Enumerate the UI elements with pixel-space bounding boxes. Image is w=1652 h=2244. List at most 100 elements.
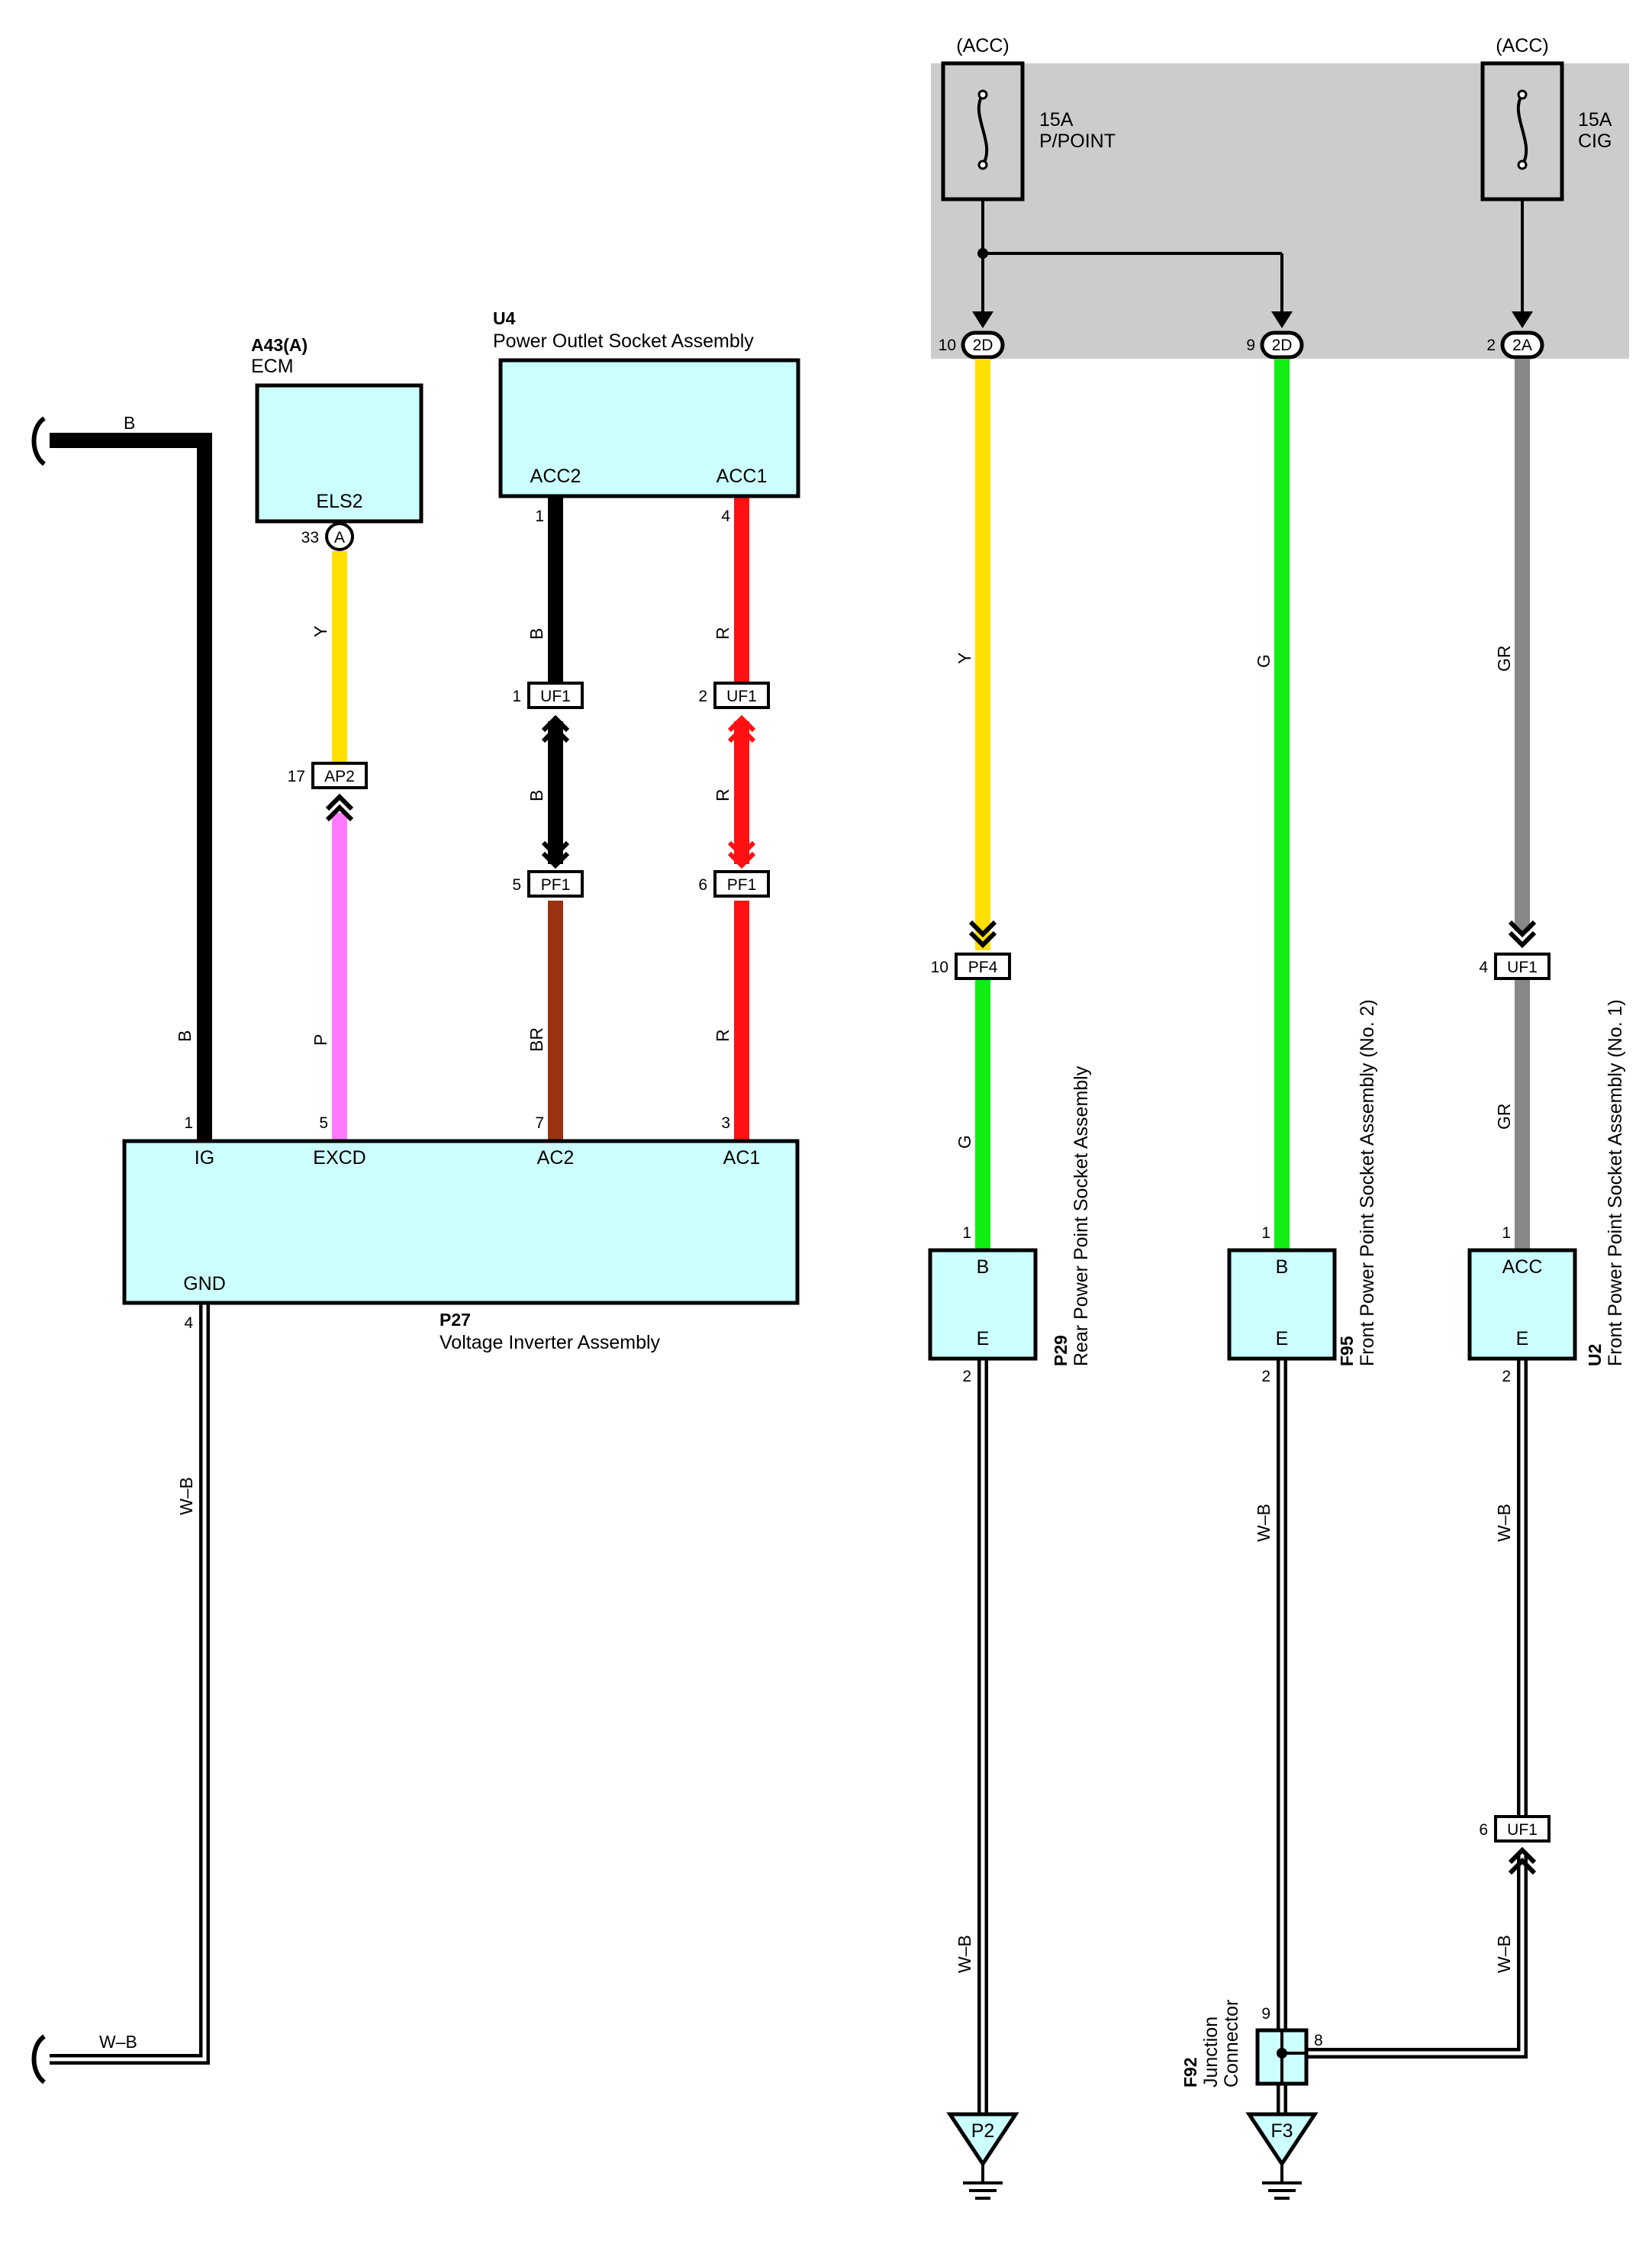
svg-text:R: R: [713, 627, 733, 640]
svg-text:E: E: [977, 1328, 990, 1349]
f95-code: F95: [1337, 1336, 1357, 1366]
p27-term-ig: IG: [195, 1147, 214, 1169]
svg-text:1: 1: [1502, 1224, 1511, 1242]
svg-text:W–B: W–B: [176, 1477, 196, 1515]
svg-text:ACC: ACC: [1502, 1256, 1543, 1278]
p27-name: Voltage Inverter Assembly: [440, 1332, 661, 1353]
u4-term-acc2: ACC2: [530, 466, 581, 487]
p29-code: P29: [1051, 1335, 1071, 1366]
p27-term-ac1: AC1: [723, 1147, 761, 1169]
wire-gnd-wb: W–B W–B: [31, 1304, 210, 2084]
svg-text:PF4: PF4: [968, 959, 998, 976]
svg-text:1: 1: [184, 1114, 193, 1132]
svg-text:G: G: [1254, 654, 1274, 668]
svg-text:P2: P2: [971, 2120, 995, 2142]
svg-text:B: B: [175, 1030, 195, 1042]
svg-text:8: 8: [1314, 2032, 1323, 2049]
svg-text:B: B: [1276, 1256, 1289, 1278]
conn-uf1-1: UF1 1: [512, 682, 584, 743]
conn-pf1-5: PF1 5: [512, 840, 584, 898]
svg-text:9: 9: [1261, 2005, 1270, 2023]
svg-text:W–B: W–B: [99, 2032, 137, 2052]
wire-b-ig: B B: [31, 413, 212, 1141]
svg-text:PF1: PF1: [727, 876, 757, 894]
svg-text:10: 10: [939, 337, 956, 354]
ground-p2: P2: [946, 2112, 1019, 2200]
p27-code: P27: [440, 1310, 471, 1330]
svg-text:4: 4: [184, 1314, 193, 1332]
svg-text:3: 3: [721, 1114, 730, 1132]
fuse-ppoint-tag: (ACC): [956, 35, 1009, 56]
svg-text:B: B: [527, 790, 546, 801]
wire-ecm-excd: Y P: [311, 551, 347, 1141]
conn-uf1-6: UF1 6: [1479, 1815, 1551, 1875]
ecm-pin: 33: [301, 529, 319, 546]
svg-text:W–B: W–B: [1254, 1504, 1274, 1542]
u2-code: U2: [1585, 1344, 1605, 1366]
p27-term-ac2: AC2: [537, 1147, 575, 1169]
u4-pin4: 4: [721, 508, 730, 525]
svg-text:2: 2: [1502, 1368, 1511, 1385]
conn-pf4: PF4 10: [931, 920, 1011, 980]
jb-terminal-2d-9: 2D 9: [1246, 330, 1304, 359]
svg-text:4: 4: [1479, 959, 1488, 976]
svg-text:R: R: [713, 1029, 733, 1042]
p27-term-gnd: GND: [183, 1273, 226, 1294]
junction-block: [931, 63, 1629, 359]
jb-terminal-2d-10: 2D 10: [939, 330, 1005, 359]
u4-name: Power Outlet Socket Assembly: [493, 330, 754, 352]
svg-text:UF1: UF1: [540, 688, 571, 705]
svg-text:17: 17: [288, 768, 305, 785]
wire-p29: Y G W–B: [955, 359, 990, 2114]
f92-code: F92: [1180, 2057, 1200, 2088]
u2-box: ACC E 1 2 U2 Front Power Point Socket As…: [1467, 999, 1626, 1385]
svg-text:AP2: AP2: [324, 768, 355, 785]
svg-text:UF1: UF1: [1507, 1821, 1538, 1839]
u2-name: Front Power Point Socket Assembly (No. 1…: [1605, 999, 1626, 1366]
u4-code: U4: [493, 308, 516, 328]
svg-text:2: 2: [962, 1368, 971, 1385]
svg-text:R: R: [713, 788, 733, 801]
svg-text:5: 5: [319, 1114, 328, 1132]
svg-text:2: 2: [1261, 1368, 1270, 1385]
p27-box: IG EXCD AC2 AC1 1 5 7 3 GND 4 P27 Voltag…: [122, 1114, 800, 1353]
fuse-ppoint-name: P/POINT: [1039, 131, 1116, 152]
ground-f3: F3: [1245, 2112, 1319, 2200]
svg-text:GR: GR: [1494, 646, 1514, 672]
svg-text:BR: BR: [527, 1027, 546, 1052]
junction-arrows: [972, 311, 1533, 328]
wire-u2: GR GR W–B W–B: [1306, 359, 1530, 2059]
svg-text:B: B: [977, 1256, 990, 1278]
p29-name: Rear Power Point Socket Assembly: [1071, 1066, 1092, 1366]
svg-text:UF1: UF1: [1507, 959, 1538, 976]
svg-text:B: B: [124, 413, 135, 433]
u4-pin1: 1: [535, 508, 544, 525]
svg-text:PF1: PF1: [541, 876, 571, 894]
jb-terminal-2a-2: 2A 2: [1486, 330, 1544, 359]
svg-text:G: G: [955, 1135, 974, 1149]
svg-text:1: 1: [962, 1224, 971, 1242]
svg-text:9: 9: [1246, 337, 1255, 354]
svg-text:Junction: Junction: [1200, 2017, 1222, 2088]
svg-text:5: 5: [512, 876, 521, 894]
fuse-ppoint-rating: 15A: [1039, 109, 1074, 131]
p29-box: B E 1 2 P29 Rear Power Point Socket Asse…: [928, 1066, 1092, 1385]
conn-ap2: AP2 17: [288, 762, 368, 822]
svg-text:E: E: [1516, 1328, 1529, 1349]
p27-term-excd: EXCD: [313, 1147, 366, 1169]
ecm-pin-letter: A: [334, 529, 345, 546]
svg-text:2: 2: [1486, 337, 1496, 354]
wire-acc1: R R R: [713, 496, 749, 1141]
f95-box: B E 1 2 F95 Front Power Point Socket Ass…: [1227, 999, 1378, 1385]
svg-text:1: 1: [512, 688, 521, 705]
f95-name: Front Power Point Socket Assembly (No. 2…: [1357, 999, 1378, 1366]
svg-text:W–B: W–B: [1494, 1935, 1514, 1973]
svg-text:Y: Y: [955, 653, 974, 664]
fuse-ppoint: (ACC) 15A P/POINT: [941, 35, 1116, 202]
svg-text:E: E: [1276, 1328, 1289, 1349]
svg-text:2D: 2D: [1272, 337, 1293, 354]
svg-text:GR: GR: [1494, 1104, 1514, 1130]
svg-text:UF1: UF1: [726, 688, 757, 705]
fuse-cig-tag: (ACC): [1496, 35, 1548, 56]
